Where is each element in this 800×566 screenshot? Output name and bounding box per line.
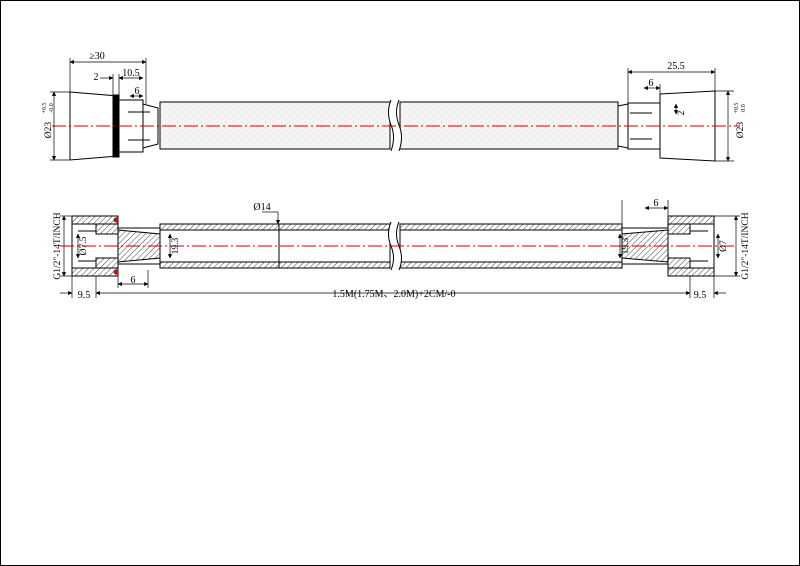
right-ferrule-step bbox=[617, 103, 629, 149]
dim-9-5-right-label: 9.5 bbox=[694, 290, 707, 301]
overall-length-label: 1.5M(1.75M、2.0M)+2CM/-0 bbox=[332, 289, 455, 300]
dim-19-3-left-label: 19.3 bbox=[171, 237, 181, 254]
dim-19-3-right-label: 19.3 bbox=[621, 237, 631, 254]
dim-10-5-label: 10.5 bbox=[122, 68, 140, 79]
dim-6-top-right-label: 6 bbox=[654, 198, 659, 209]
dia-14-label: Ø14 bbox=[253, 202, 270, 213]
dim-6-bottom-label: 6 bbox=[131, 275, 136, 286]
dia-23-right-tol-upper: +0.5 bbox=[734, 103, 740, 114]
seal-ring-top bbox=[113, 217, 119, 223]
dia-23-left-label: Ø23 bbox=[44, 122, 54, 139]
dim-6-left-label: 6 bbox=[135, 86, 140, 97]
section-dimensions bbox=[60, 200, 740, 298]
dim-ge30-label: ≥30 bbox=[89, 51, 105, 62]
seal-ring-bottom bbox=[113, 269, 119, 275]
dim-6-right-label: 6 bbox=[649, 78, 654, 89]
dim-25-5-label: 25.5 bbox=[667, 61, 685, 72]
dia-7-5-label: Ø7.5 bbox=[79, 236, 89, 255]
dia-23-right-tol-lower: 0.0 bbox=[741, 104, 747, 112]
dia-23-left-tol-lower: -0.0 bbox=[49, 103, 55, 113]
dia-23-right-label: Ø23 bbox=[736, 122, 746, 139]
dim-2-label: 2 bbox=[94, 72, 99, 83]
dia-23-left-tol-upper: +0.5 bbox=[42, 103, 48, 114]
top-dimensions bbox=[50, 58, 734, 162]
top-view bbox=[69, 90, 716, 162]
thread-right-label: G1/2"-14T/INCH bbox=[741, 212, 751, 279]
dim-9-5-left-label: 9.5 bbox=[78, 290, 91, 301]
thread-left-label: G1/2"-14T/INCH bbox=[53, 212, 63, 279]
dia-7-label: Ø7 bbox=[719, 240, 729, 252]
dim-2-right-label: 2 bbox=[677, 110, 687, 115]
